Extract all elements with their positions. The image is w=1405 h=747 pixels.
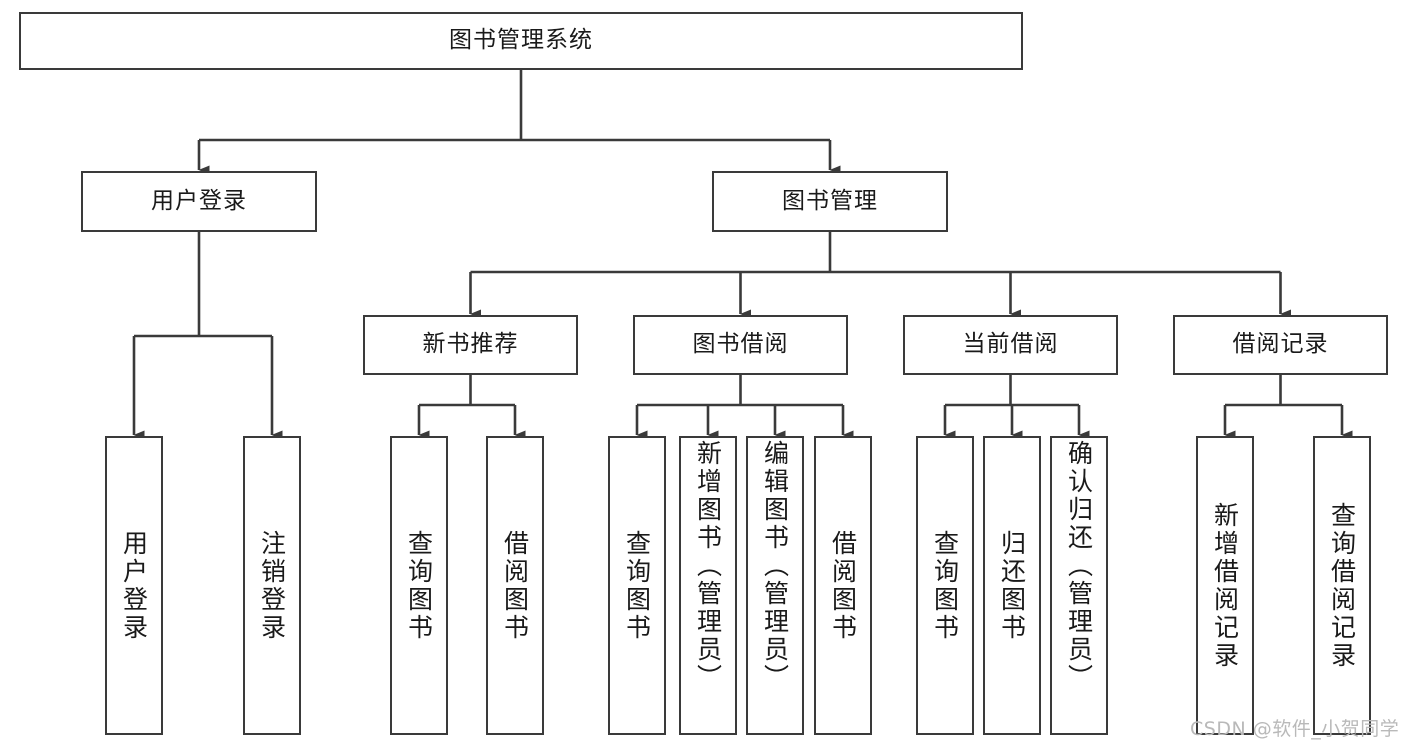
node-leaf-cur-return-book[interactable]: 归还图书 [983, 436, 1041, 735]
node-label: 新书推荐 [422, 331, 519, 358]
node-label: 借阅记录 [1232, 331, 1329, 358]
node-leaf-borrow-add-book[interactable]: 新增图书（管理员） [679, 436, 737, 735]
csdn-watermark: CSDN @软件_小贺同学 [1190, 718, 1400, 740]
node-leaf-rec-borrow-book[interactable]: 借阅图书 [486, 436, 544, 735]
node-label: 查询图书 [622, 529, 652, 642]
node-label: 图书管理系统 [449, 27, 593, 54]
node-label: 新增借阅记录 [1210, 501, 1240, 670]
node-label: 查询图书 [404, 529, 434, 642]
node-label: 注销登录 [257, 529, 287, 642]
node-label: 查询图书 [930, 529, 960, 642]
node-label: 借阅图书 [828, 529, 858, 642]
node-leaf-borrow-query-book[interactable]: 查询图书 [608, 436, 666, 735]
node-user-login[interactable]: 用户登录 [81, 171, 317, 232]
node-leaf-rec-query-book[interactable]: 查询图书 [390, 436, 448, 735]
node-leaf-cur-query-book[interactable]: 查询图书 [916, 436, 974, 735]
node-leaf-borrow-edit-book[interactable]: 编辑图书（管理员） [746, 436, 804, 735]
node-label: 新增图书（管理员） [693, 440, 723, 692]
node-new-book-recommend[interactable]: 新书推荐 [363, 315, 578, 375]
node-leaf-rec-add-record[interactable]: 新增借阅记录 [1196, 436, 1254, 735]
node-root[interactable]: 图书管理系统 [19, 12, 1023, 70]
node-leaf-user-logout[interactable]: 注销登录 [243, 436, 301, 735]
node-label: 当前借阅 [962, 331, 1059, 358]
node-book-manage[interactable]: 图书管理 [712, 171, 948, 232]
node-leaf-cur-confirm-return[interactable]: 确认归还（管理员） [1050, 436, 1108, 735]
node-label: 编辑图书（管理员） [760, 440, 790, 692]
node-label: 用户登录 [151, 187, 247, 214]
node-book-borrow[interactable]: 图书借阅 [633, 315, 848, 375]
node-label: 图书借阅 [692, 331, 789, 358]
node-label: 用户登录 [119, 529, 149, 642]
node-leaf-borrow-borrow-book[interactable]: 借阅图书 [814, 436, 872, 735]
node-label: 查询借阅记录 [1327, 501, 1357, 670]
node-label: 借阅图书 [500, 529, 530, 642]
node-leaf-user-login[interactable]: 用户登录 [105, 436, 163, 735]
node-label: 归还图书 [997, 529, 1027, 642]
node-label: 图书管理 [782, 187, 878, 214]
node-current-borrow[interactable]: 当前借阅 [903, 315, 1118, 375]
node-leaf-rec-query-record[interactable]: 查询借阅记录 [1313, 436, 1371, 735]
node-borrow-record[interactable]: 借阅记录 [1173, 315, 1388, 375]
node-label: 确认归还（管理员） [1064, 440, 1094, 692]
